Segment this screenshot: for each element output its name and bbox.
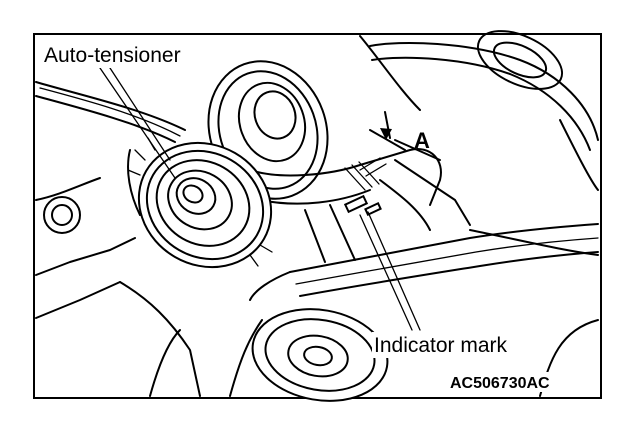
indicator-mark-label-bg bbox=[372, 332, 534, 358]
tensioner-arm bbox=[249, 148, 471, 263]
figure-code-bg bbox=[448, 372, 580, 392]
view-a-arrow bbox=[359, 111, 441, 177]
leader-lines bbox=[99, 67, 421, 331]
figure-code: AC506730AC bbox=[450, 375, 550, 392]
drive-belt bbox=[35, 81, 599, 301]
indicator-mark-label: Indicator mark bbox=[374, 334, 508, 357]
lower-pulley bbox=[251, 308, 389, 402]
auto-tensioner-label-bg bbox=[42, 42, 210, 68]
upper-pulley bbox=[369, 30, 599, 151]
engine-housing bbox=[35, 35, 599, 397]
indicator-mark-bracket bbox=[343, 194, 382, 217]
auto-tensioner-label: Auto-tensioner bbox=[44, 44, 181, 67]
view-a-letter: A bbox=[414, 128, 430, 153]
